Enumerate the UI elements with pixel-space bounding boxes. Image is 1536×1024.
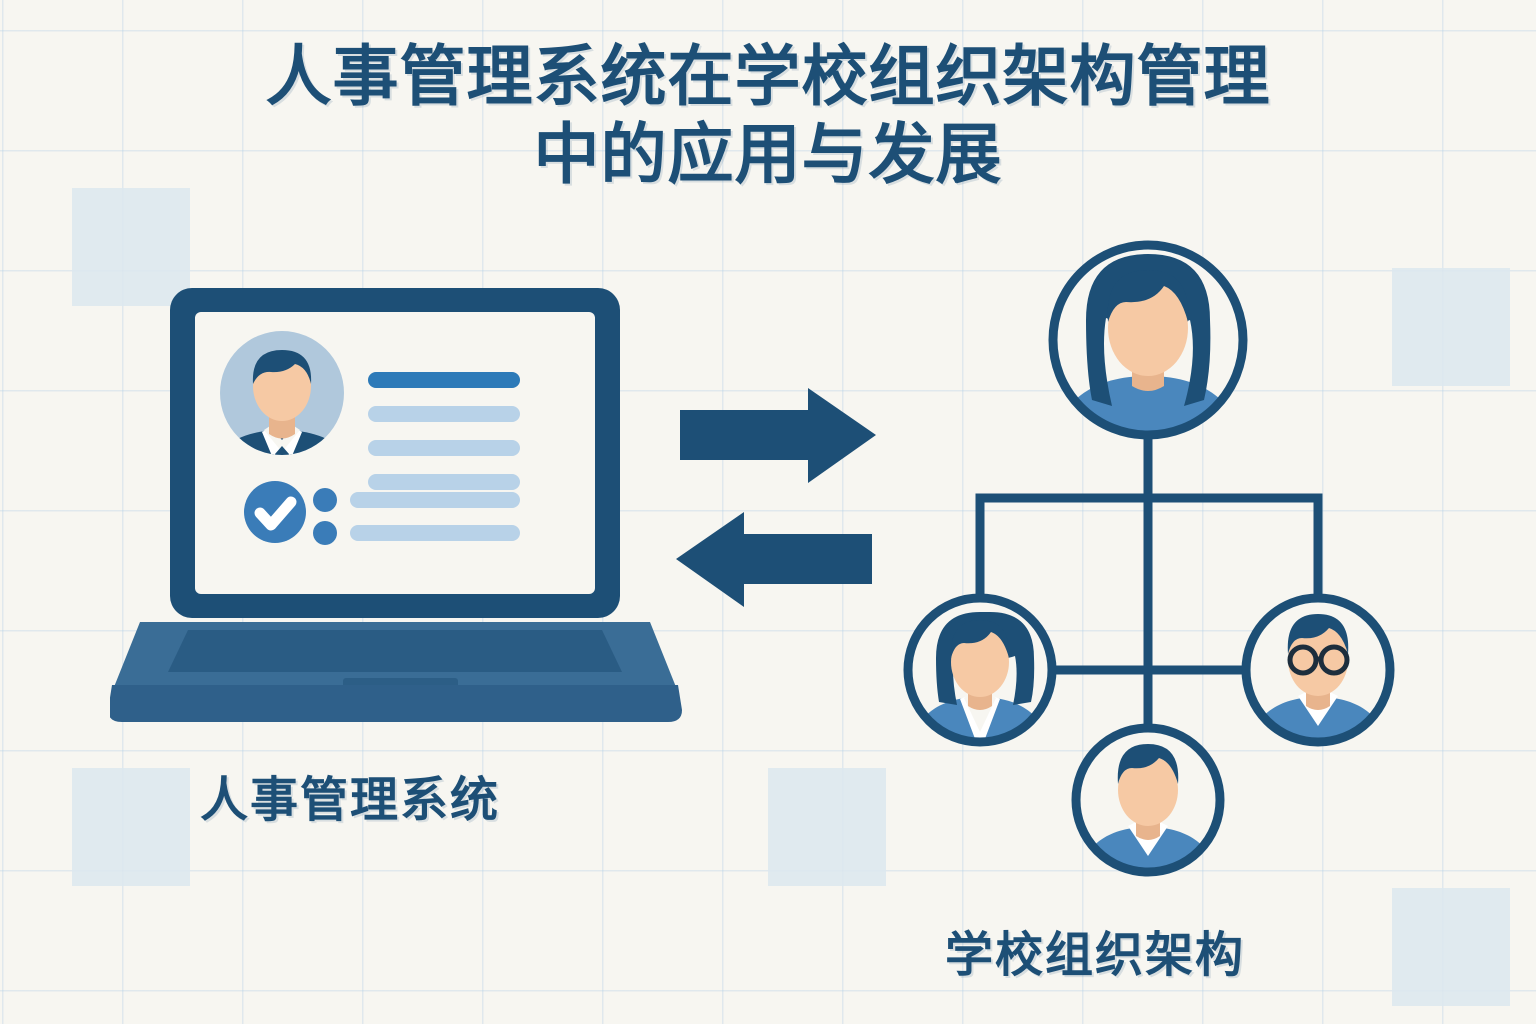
list-bullet (313, 521, 337, 545)
org-node-right (1241, 593, 1395, 747)
list-bullet (313, 488, 337, 512)
screen-text-line (368, 440, 520, 456)
decor-square (1392, 888, 1510, 1006)
school-org-chart (903, 240, 1395, 877)
decor-square (768, 768, 886, 886)
caption-school-org: 学校组织架构 (945, 929, 1246, 982)
org-connectors (975, 431, 1323, 733)
arrow-right-icon (680, 388, 876, 483)
caption-hr-system: 人事管理系统 (200, 774, 501, 827)
screen-text-line (368, 474, 520, 490)
decor-square (72, 188, 190, 306)
screen-text-line (350, 525, 520, 541)
verified-check-icon (244, 481, 306, 543)
screen-text-line (368, 372, 520, 388)
page-title: 人事管理系统在学校组织架构管理 中的应用与发展 (0, 38, 1536, 194)
org-node-root (1048, 240, 1248, 440)
decor-square (72, 768, 190, 886)
decor-square (1392, 268, 1510, 386)
hr-system-laptop (110, 288, 682, 722)
title-line-2: 中的应用与发展 (533, 116, 1003, 191)
org-node-bottom (1071, 723, 1225, 877)
org-node-left (903, 593, 1057, 747)
glasses-icon (1287, 644, 1350, 676)
screen-text-line (368, 406, 520, 422)
screen-text-line (350, 492, 520, 508)
employee-photo (220, 331, 344, 455)
arrow-left-icon (676, 512, 872, 607)
title-line-1: 人事管理系统在学校组织架构管理 (265, 39, 1271, 113)
